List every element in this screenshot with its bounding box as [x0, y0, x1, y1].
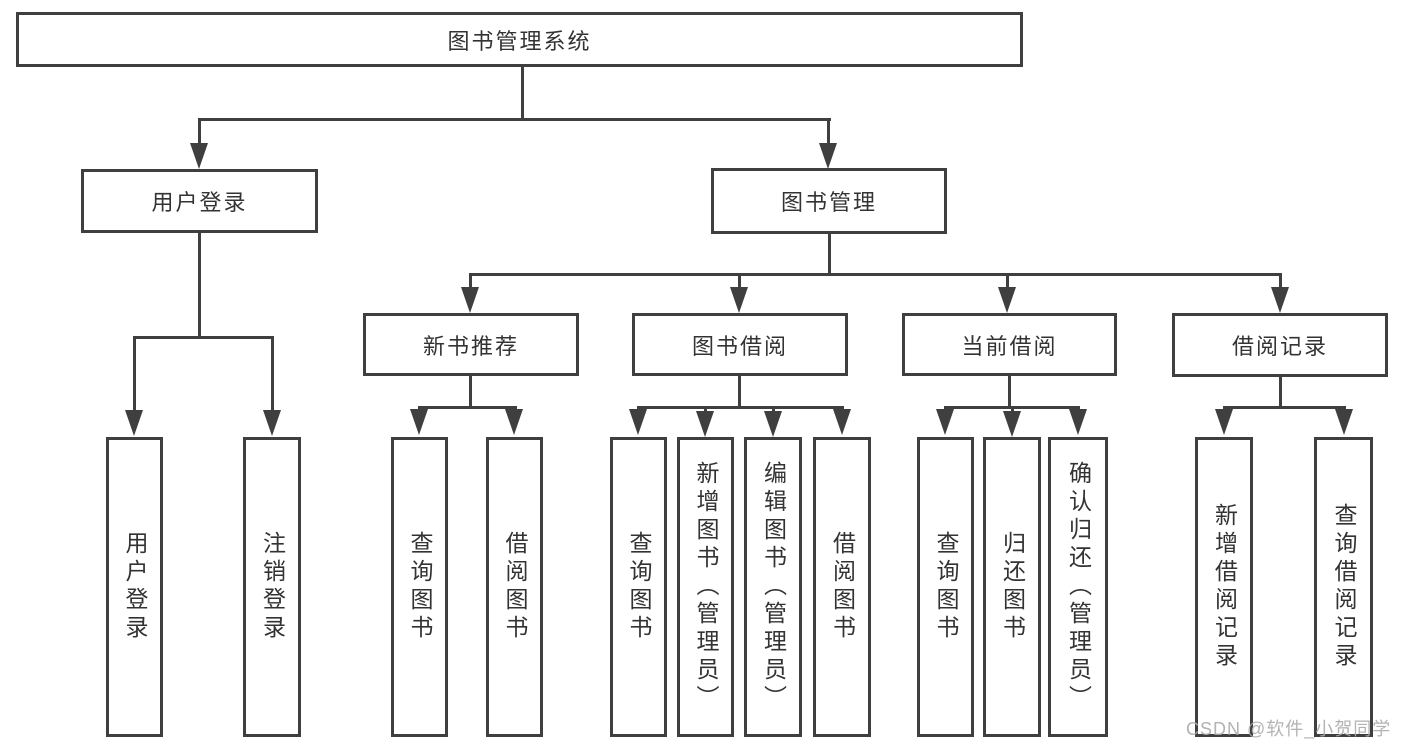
connector-line — [738, 276, 741, 290]
connector-line — [521, 67, 524, 119]
arrow-down-icon — [833, 409, 851, 435]
connector-line — [469, 276, 472, 290]
connector-line — [469, 273, 1282, 276]
node-book-borrow: 图书借阅 — [632, 313, 848, 376]
arrow-down-icon — [263, 410, 281, 436]
connector-line — [1223, 406, 1346, 409]
node-leaf-query-books-borrow: 查询图书 — [610, 437, 667, 737]
arrow-down-icon — [730, 287, 748, 313]
node-leaf-query-books-recommend: 查询图书 — [391, 437, 448, 737]
arrow-down-icon — [461, 287, 479, 313]
csdn-watermark: CSDN @软件_小贺同学 — [1186, 719, 1392, 739]
arrow-down-icon — [1215, 409, 1233, 435]
arrow-down-icon — [936, 409, 954, 435]
connector-line — [469, 376, 472, 409]
connector-line — [828, 234, 831, 275]
connector-line — [1008, 376, 1011, 409]
node-leaf-query-borrow-record: 查询借阅记录 — [1314, 437, 1373, 737]
node-leaf-user-login: 用户登录 — [106, 437, 163, 737]
arrow-down-icon — [819, 143, 837, 169]
node-leaf-logout: 注销登录 — [243, 437, 301, 737]
connector-line — [418, 406, 517, 409]
arrow-down-icon — [125, 410, 143, 436]
connector-line — [1006, 276, 1009, 290]
connector-line — [637, 406, 844, 409]
arrow-down-icon — [1271, 287, 1289, 313]
node-leaf-add-book-admin: 新增图书（管理员） — [677, 437, 734, 737]
connector-line — [827, 121, 830, 149]
node-leaf-confirm-return-admin: 确认归还（管理员） — [1048, 437, 1108, 737]
connector-line — [271, 339, 274, 412]
arrow-down-icon — [629, 409, 647, 435]
connector-line — [1279, 377, 1282, 409]
node-new-book-recommend: 新书推荐 — [363, 313, 579, 376]
node-leaf-return-book: 归还图书 — [983, 437, 1041, 737]
node-borrow-records: 借阅记录 — [1172, 313, 1388, 377]
arrow-down-icon — [190, 143, 208, 169]
connector-line — [198, 121, 201, 149]
node-leaf-borrow-book: 借阅图书 — [813, 437, 871, 737]
node-book-management: 图书管理 — [711, 168, 947, 234]
arrow-down-icon — [410, 409, 428, 435]
connector-line — [738, 376, 741, 409]
node-leaf-add-borrow-record: 新增借阅记录 — [1195, 437, 1253, 737]
node-leaf-query-books-current: 查询图书 — [917, 437, 974, 737]
node-current-borrow: 当前借阅 — [902, 313, 1117, 376]
connector-line — [133, 336, 274, 339]
arrow-down-icon — [1335, 409, 1353, 435]
arrow-down-icon — [505, 409, 523, 435]
arrow-down-icon — [998, 287, 1016, 313]
arrow-down-icon — [1003, 411, 1021, 437]
arrow-down-icon — [696, 411, 714, 437]
connector-line — [198, 118, 831, 121]
node-leaf-borrow-books-recommend: 借阅图书 — [486, 437, 543, 737]
node-leaf-edit-book-admin: 编辑图书（管理员） — [744, 437, 802, 737]
arrow-down-icon — [764, 411, 782, 437]
arrow-down-icon — [1069, 409, 1087, 435]
connector-line — [133, 339, 136, 412]
connector-line — [1279, 276, 1282, 290]
connector-line — [944, 406, 1080, 409]
connector-line — [198, 233, 201, 337]
node-root-library-system: 图书管理系统 — [16, 12, 1023, 67]
node-user-login: 用户登录 — [81, 169, 318, 233]
